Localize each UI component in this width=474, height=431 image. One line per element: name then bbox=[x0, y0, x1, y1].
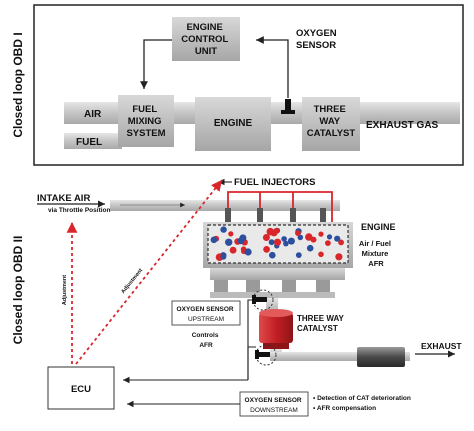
molecule bbox=[268, 239, 275, 246]
obd1-side-label: Closed loop OBD I bbox=[11, 32, 25, 137]
molecule bbox=[297, 234, 304, 241]
molecule bbox=[273, 227, 280, 234]
sensor-upstream-box bbox=[171, 300, 241, 326]
molecule bbox=[318, 251, 324, 258]
obd2-ecu-box bbox=[47, 366, 115, 410]
obd2-engine-label: ENGINE bbox=[361, 222, 396, 232]
via-throttle-label: via Throttle Position bbox=[48, 207, 111, 214]
mixture-label: Air / Fuel Mixture AFR bbox=[359, 239, 393, 268]
obd1-catalyst-label: THREE WAY CATALYST bbox=[307, 104, 356, 139]
obd1-feedback-arrow bbox=[256, 36, 289, 98]
intake-pipe bbox=[110, 200, 340, 211]
molecule bbox=[295, 230, 301, 237]
molecule bbox=[269, 251, 276, 259]
obd1-fuel-mixing-box bbox=[118, 95, 174, 147]
molecule bbox=[225, 238, 233, 246]
obd1-engine-box bbox=[195, 97, 271, 151]
intake-air-label: INTAKE AIR bbox=[37, 193, 90, 204]
molecule bbox=[220, 253, 227, 260]
downstream-sensor-marker bbox=[255, 344, 277, 366]
obd1-fuel-label: FUEL bbox=[76, 137, 102, 148]
molecule bbox=[325, 240, 331, 247]
muffler bbox=[357, 347, 405, 367]
obd1-section: Closed loop OBD I AIR FUEL FUEL MIXING S… bbox=[11, 4, 464, 166]
molecule bbox=[210, 236, 218, 244]
molecule bbox=[318, 231, 324, 237]
molecule bbox=[338, 239, 344, 246]
molecule bbox=[229, 246, 237, 254]
molecule bbox=[263, 246, 270, 253]
upstream-sensor-marker bbox=[252, 289, 274, 311]
downstream-notes: • Detection of CAT deterioration • AFR c… bbox=[313, 395, 413, 412]
molecule bbox=[334, 235, 341, 242]
molecule bbox=[287, 237, 295, 245]
obd1-fuel-mixing-label: FUEL MIXING SYSTEM bbox=[126, 104, 165, 139]
sensor-upstream-label: OXYGEN SENSOR UPSTREAM bbox=[177, 306, 236, 323]
molecule bbox=[244, 248, 252, 256]
sensor-downstream-label: OXYGEN SENSOR DOWNSTREAM bbox=[245, 397, 304, 414]
exhaust-pipe bbox=[270, 352, 410, 361]
obd2-section: Closed loop OBD II INTAKE AIR via Thrott… bbox=[11, 177, 462, 417]
controls-afr-label: Controls AFR bbox=[192, 332, 221, 349]
obd1-engine-label: ENGINE bbox=[214, 118, 253, 129]
fuel-injectors-label: FUEL INJECTORS bbox=[234, 177, 315, 188]
injector-nozzles bbox=[225, 208, 326, 222]
molecule bbox=[335, 253, 343, 261]
air-fuel-molecules bbox=[210, 226, 344, 261]
sensor-downstream-box bbox=[239, 391, 309, 417]
molecule bbox=[273, 238, 282, 246]
molecule bbox=[306, 244, 314, 252]
molecule bbox=[295, 252, 302, 258]
obd2-ecu-label: ECU bbox=[71, 384, 91, 395]
obd1-ecu-label: ENGINE CONTROL UNIT bbox=[181, 22, 230, 57]
obd1-ecu-box bbox=[172, 17, 240, 61]
exhaust-manifold bbox=[210, 268, 345, 280]
obd1-fuel-pipe bbox=[64, 133, 122, 149]
molecule bbox=[281, 236, 287, 242]
exhaust-label: EXHAUST bbox=[421, 341, 462, 351]
molecule bbox=[283, 240, 289, 247]
molecule bbox=[220, 226, 227, 233]
obd1-air-label: AIR bbox=[84, 109, 102, 120]
molecule bbox=[228, 231, 234, 237]
obd2-side-label: Closed loop OBD II bbox=[11, 236, 25, 345]
molecule bbox=[262, 234, 270, 241]
obd1-catalyst-box bbox=[302, 97, 360, 151]
obd1-exhaust-label: EXHAUST GAS bbox=[366, 120, 439, 131]
obd1-oxygen-sensor-label: OXYGEN SENSOR bbox=[296, 28, 339, 51]
molecule bbox=[305, 233, 313, 241]
catalyst-label: THREE WAY CATALYST bbox=[297, 314, 346, 333]
adjustment-left-label: Adjustment bbox=[62, 275, 68, 305]
molecule bbox=[326, 234, 333, 240]
obd1-sensor-probe bbox=[285, 99, 291, 113]
catalyst-body bbox=[259, 313, 293, 343]
molecule bbox=[239, 234, 247, 242]
obd1-control-arrow bbox=[140, 39, 172, 89]
